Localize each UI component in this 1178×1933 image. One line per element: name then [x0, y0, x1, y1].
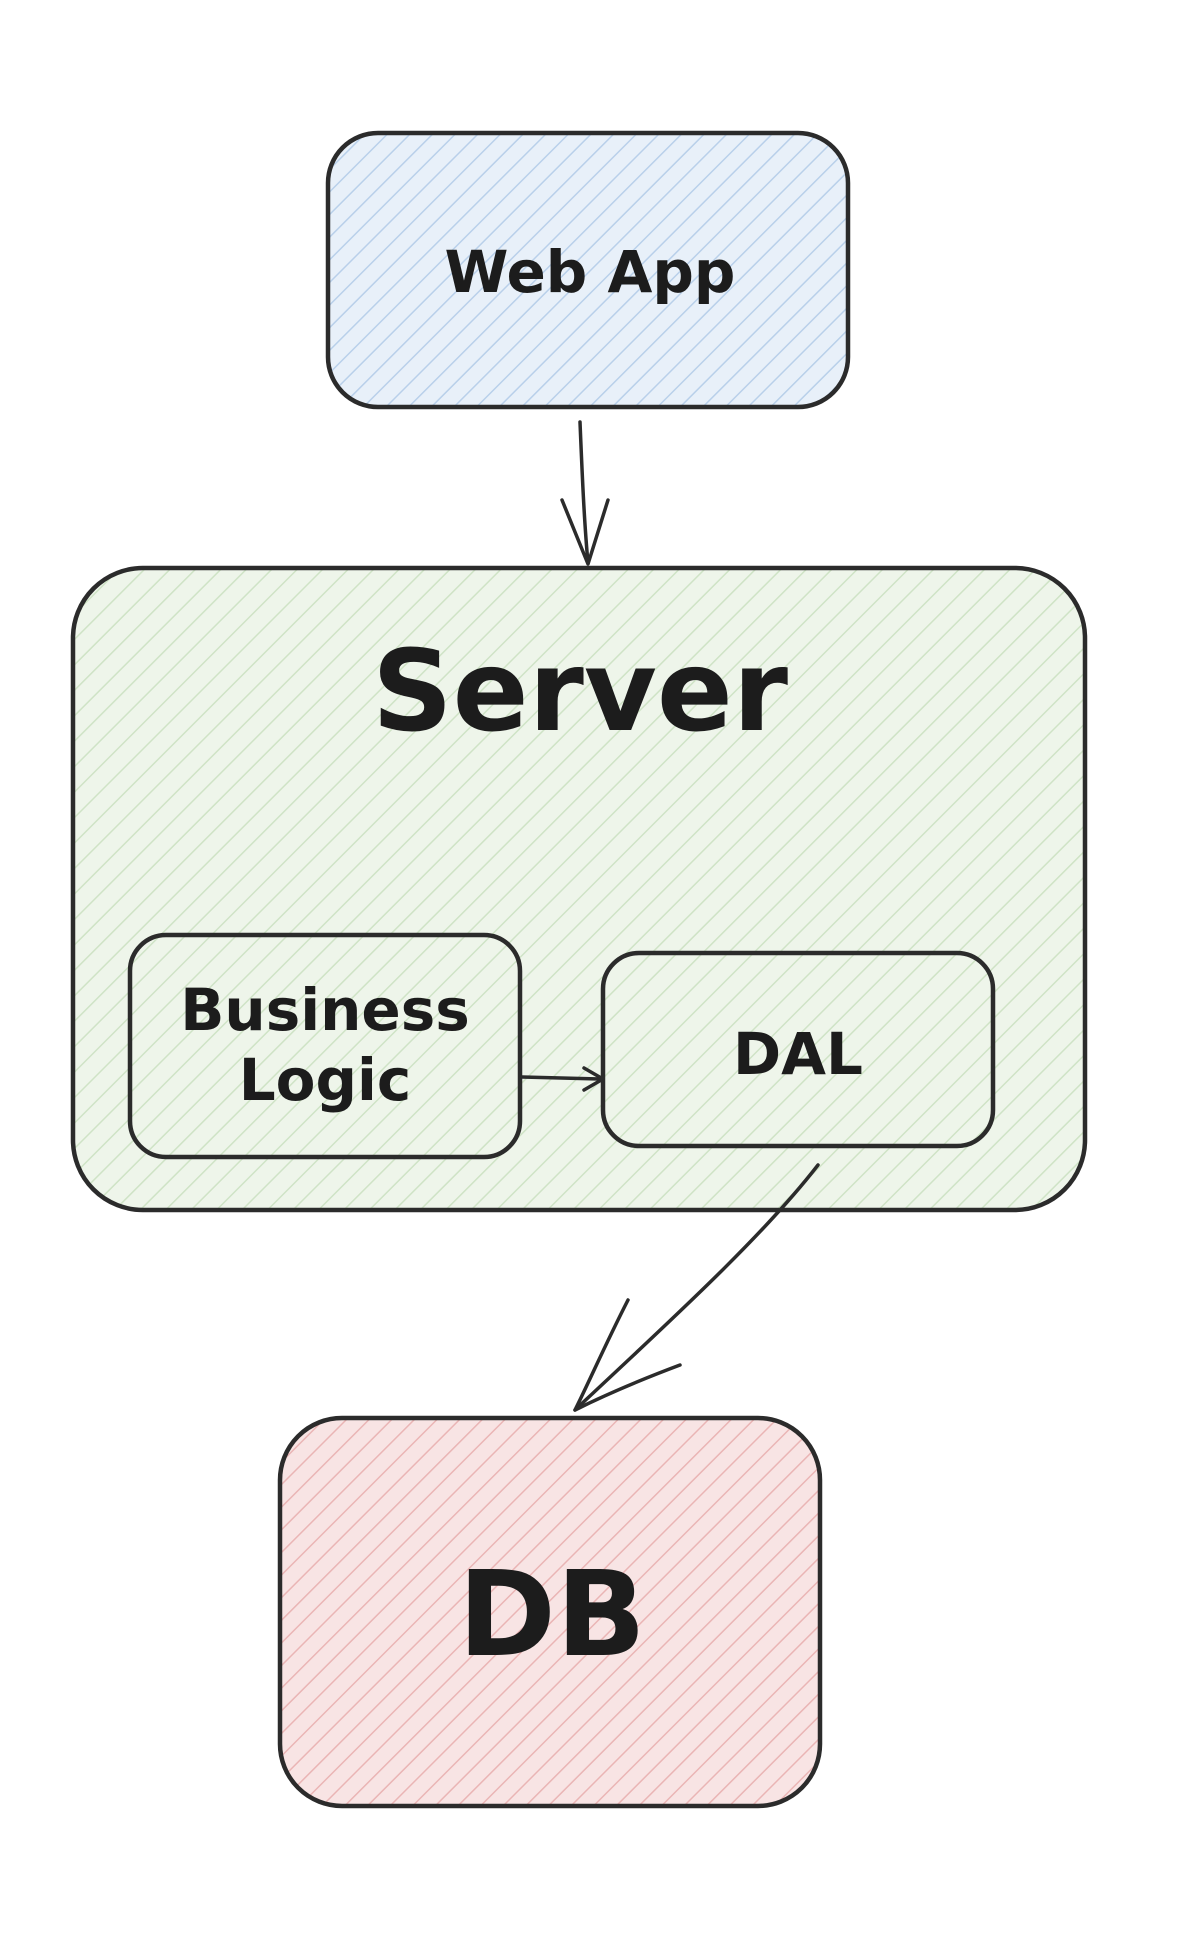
business-logic-label: Logic	[239, 1046, 412, 1114]
node-business-logic: Business Logic	[127, 932, 523, 1160]
server-label: Server	[372, 627, 788, 757]
edge-web-app-to-server	[560, 420, 610, 566]
arrow-head-icon	[573, 1298, 682, 1412]
dal-label: DAL	[733, 1020, 863, 1088]
web-app-label: Web App	[445, 238, 736, 306]
edge-dal-to-db	[573, 1163, 820, 1412]
edge-line	[573, 1163, 820, 1412]
node-db: DB	[277, 1415, 823, 1809]
db-label: DB	[458, 1545, 646, 1683]
node-dal: DAL	[600, 950, 996, 1149]
business-logic-box	[127, 932, 523, 1160]
arrow-head-icon	[560, 498, 610, 566]
edge-line	[578, 420, 590, 565]
db-box	[277, 1415, 823, 1809]
node-web-app: Web App	[325, 130, 851, 410]
web-app-box	[325, 130, 851, 410]
dal-box	[600, 950, 996, 1149]
business-logic-label: Business	[180, 976, 470, 1044]
edge-line	[520, 1075, 602, 1081]
